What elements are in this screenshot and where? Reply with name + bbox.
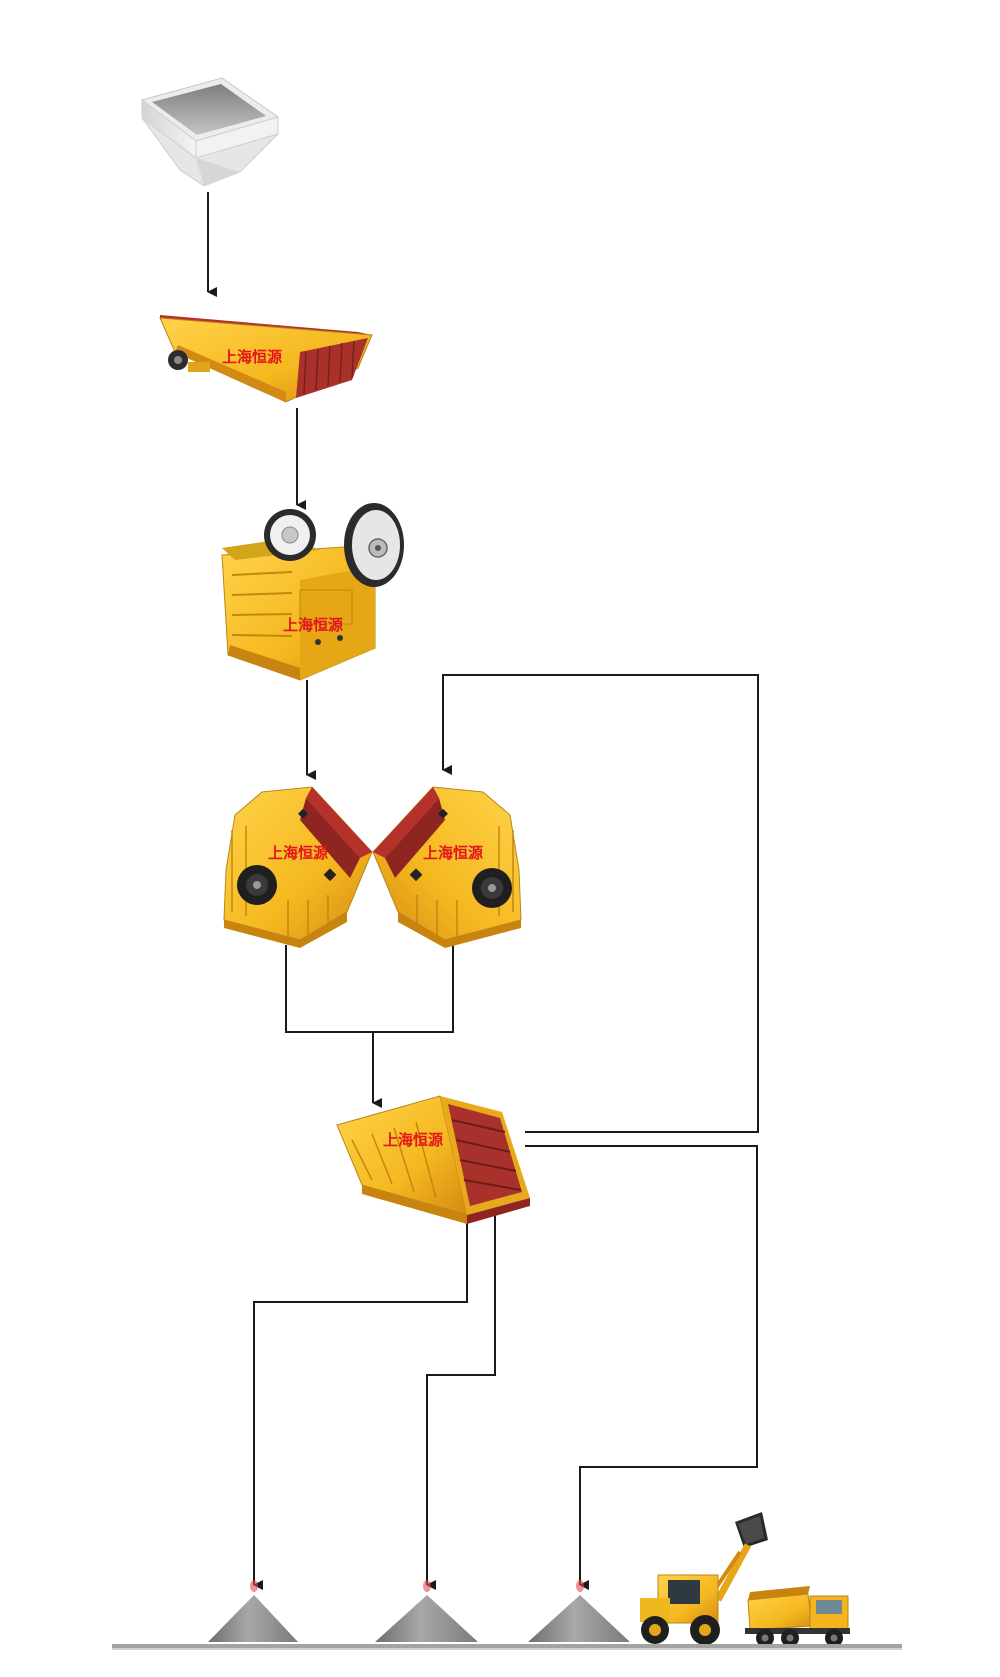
impact-crusher-2-brand-label: 上海恒源	[423, 844, 483, 862]
flow-screen-to-stockpile-1	[253, 1215, 468, 1590]
flow-screen-to-stockpile-2	[426, 1215, 496, 1590]
stockpile-3-icon	[528, 1580, 630, 1642]
jaw-crusher-brand-label: 上海恒源	[283, 616, 343, 634]
flow-screen-return-to-impact-crusher-2	[442, 674, 759, 1133]
flow-screen-to-stockpile-3	[525, 1145, 758, 1590]
hopper-icon	[140, 77, 280, 187]
flow-lines	[207, 192, 759, 1590]
vibrating-feeder-icon: 上海恒源	[159, 315, 373, 403]
screen-brand-label: 上海恒源	[383, 1131, 443, 1149]
stockpile-2-icon	[375, 1580, 478, 1642]
wheel-loader-icon	[640, 1512, 768, 1645]
impact-crusher-1-brand-label: 上海恒源	[268, 844, 328, 862]
jaw-crusher-icon: 上海恒源	[221, 503, 404, 681]
ground-line	[112, 1644, 902, 1650]
impact-crusher-1-icon: 上海恒源	[223, 786, 373, 948]
feeder-brand-label: 上海恒源	[222, 348, 282, 366]
impact-crusher-2-icon: 上海恒源	[372, 786, 522, 948]
vibrating-screen-icon: 上海恒源	[336, 1095, 530, 1224]
dump-truck-icon	[745, 1586, 850, 1647]
flow-impact-crushers-to-screen	[285, 945, 454, 1033]
stockpile-1-icon	[208, 1580, 298, 1642]
